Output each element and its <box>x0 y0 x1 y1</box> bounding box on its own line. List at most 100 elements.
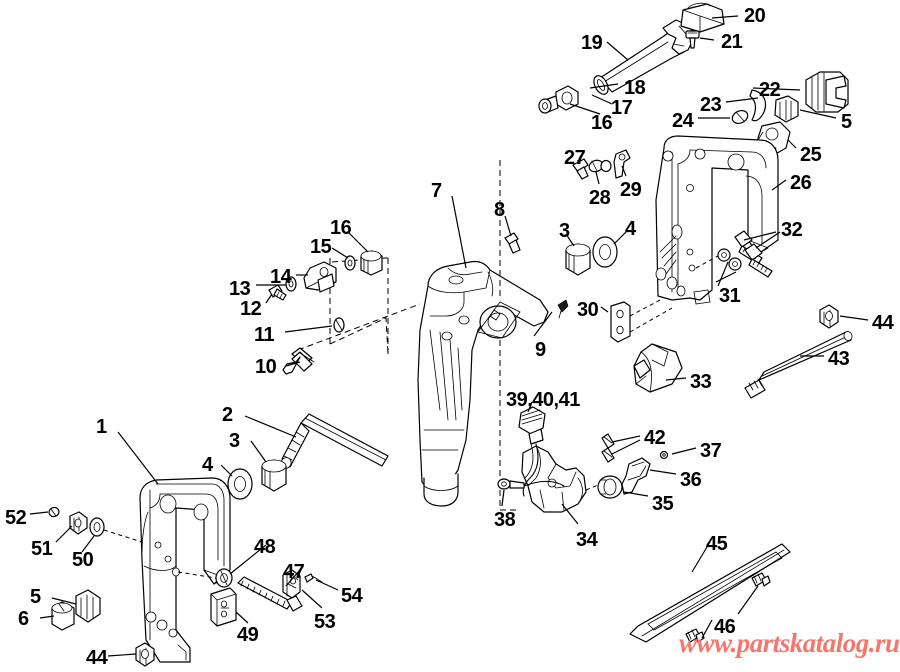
part-16-bushing-top <box>538 98 552 114</box>
part-14-bracket <box>303 261 337 293</box>
part-27-screw <box>572 158 589 180</box>
callout-39-40-41: 39,40,41 <box>506 389 580 411</box>
part-34-assembly <box>521 445 587 513</box>
part-12-screw <box>268 284 287 301</box>
callout-16-top: 16 <box>591 112 613 134</box>
part-2-shaft <box>280 413 389 469</box>
callout-31: 31 <box>719 285 741 307</box>
dash-mid <box>297 303 421 351</box>
leader-dashed-50 <box>103 529 143 543</box>
callout-5-top: 5 <box>841 111 852 133</box>
part-28-bushing <box>588 159 612 173</box>
leader-dashed-30b <box>629 307 673 333</box>
part-23-clip <box>749 89 767 122</box>
callout-17: 17 <box>611 97 633 119</box>
callout-9: 9 <box>535 339 546 361</box>
part-38-terminal <box>497 478 565 490</box>
part-3-bushing-mid <box>565 243 591 276</box>
callout-24: 24 <box>672 110 694 132</box>
part-4-washer-left <box>227 468 253 500</box>
part-54-screw <box>304 573 323 583</box>
callout-16-upper: 16 <box>330 217 352 239</box>
callout-1: 1 <box>96 416 107 438</box>
part-50-washer <box>89 517 105 537</box>
part-3-bushing-left <box>261 459 287 492</box>
callout-18: 18 <box>624 77 646 99</box>
dash-tri <box>329 317 389 355</box>
part-24-bushing <box>731 109 749 125</box>
callout-25: 25 <box>800 144 822 166</box>
leader-dashed-30 <box>629 299 661 317</box>
callout-53: 53 <box>314 611 336 633</box>
dash-center-lower <box>499 340 520 511</box>
callout-30: 30 <box>577 299 599 321</box>
part-11-cap <box>333 317 345 333</box>
callout-47: 47 <box>283 561 305 583</box>
part-8-screw <box>504 232 521 254</box>
callout-3-mid: 3 <box>559 220 570 242</box>
part-20-cap <box>680 2 725 33</box>
part-47-bolt <box>237 576 303 612</box>
callout-14: 14 <box>270 266 292 288</box>
part-48-washer <box>215 568 233 588</box>
part-46-screws <box>685 572 771 643</box>
part-1-stern-bracket-left <box>139 477 231 663</box>
watermark-text: www.partskatalog.ru <box>679 628 900 658</box>
part-21-screw <box>685 30 700 49</box>
leader-lines <box>29 15 869 657</box>
part-5-nut-left <box>75 589 101 623</box>
callout-4-mid: 4 <box>625 218 636 240</box>
part-52-pin <box>48 506 60 518</box>
callout-35: 35 <box>652 493 674 515</box>
part-7-swivel-bracket <box>417 260 549 507</box>
callout-20: 20 <box>744 5 766 27</box>
part-51-nut <box>69 511 88 535</box>
callout-32: 32 <box>781 219 803 241</box>
callout-5-left: 5 <box>30 586 41 608</box>
callout-46: 46 <box>714 616 736 638</box>
callout-8: 8 <box>494 199 505 221</box>
callout-37: 37 <box>700 440 722 462</box>
part-17-bracket <box>544 85 579 113</box>
callout-6: 6 <box>18 608 29 630</box>
callout-29: 29 <box>620 179 642 201</box>
part-5-nut-top <box>774 95 799 123</box>
part-22-cap <box>805 71 849 113</box>
callout-13: 13 <box>229 278 251 300</box>
callout-26: 26 <box>790 172 812 194</box>
part-39-40-41-connector <box>518 406 546 497</box>
part-37-ball <box>659 450 669 460</box>
part-6-bushing <box>51 601 75 631</box>
callout-51: 51 <box>31 538 53 560</box>
part-35-bushing <box>597 475 623 499</box>
callout-11: 11 <box>254 324 275 346</box>
callout-22: 22 <box>759 79 781 101</box>
callout-38: 38 <box>494 509 516 531</box>
callout-34: 34 <box>576 529 598 551</box>
part-42-pins <box>601 433 615 463</box>
callout-52: 52 <box>5 507 27 529</box>
leader-dashed-48 <box>177 571 217 579</box>
callout-54: 54 <box>341 585 363 607</box>
part-10-bolt <box>282 347 315 375</box>
part-26-stern-bracket-right <box>655 135 779 305</box>
callout-42: 42 <box>644 427 666 449</box>
callout-21: 21 <box>721 31 743 53</box>
callout-44-bottom: 44 <box>86 647 108 669</box>
part-4-washer-mid <box>592 236 618 268</box>
callout-27: 27 <box>564 147 586 169</box>
part-31-washers <box>717 248 742 271</box>
part-44-nut-bottom <box>135 642 155 667</box>
callout-12: 12 <box>240 298 262 320</box>
callout-2: 2 <box>222 404 233 426</box>
part-16-bushing-mid <box>360 250 383 276</box>
callout-33: 33 <box>690 371 712 393</box>
callout-45: 45 <box>706 533 728 555</box>
part-32-bolts <box>734 230 773 278</box>
callout-19: 19 <box>581 32 603 54</box>
callout-48: 48 <box>254 536 276 558</box>
part-45-anode <box>629 543 791 643</box>
part-30-plate <box>610 301 631 343</box>
